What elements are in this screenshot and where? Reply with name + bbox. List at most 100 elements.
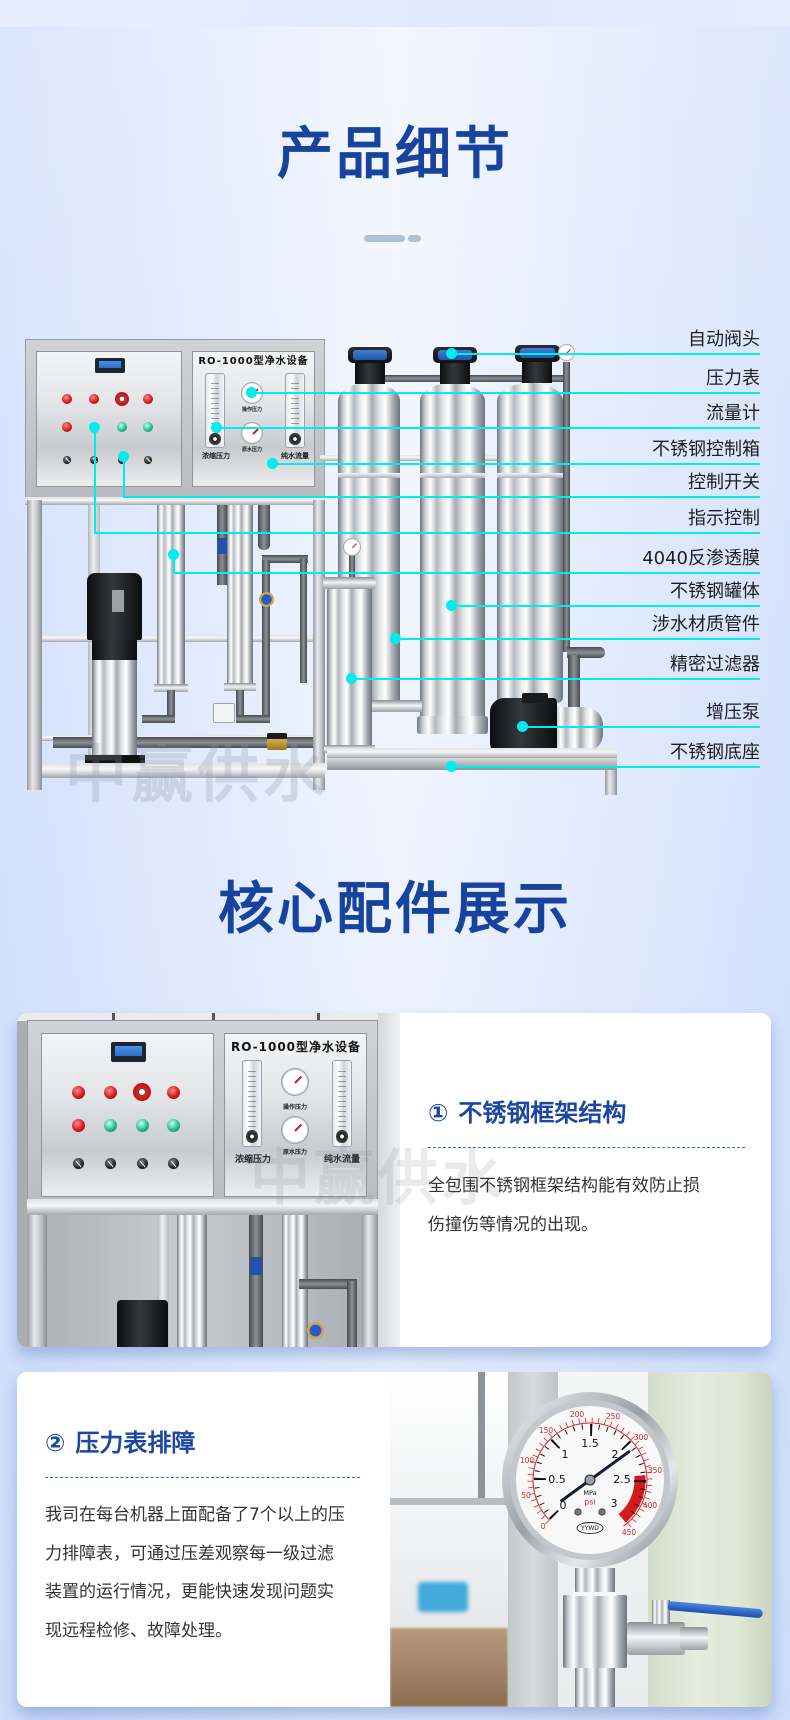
mpa-labels: 0 0.5 1 1.5 2 2.5 3 (548, 1437, 631, 1512)
callout-line (252, 392, 760, 394)
indicator-lamp-red (62, 394, 72, 404)
indicator-lamp-green (104, 1119, 117, 1132)
callout-line (94, 428, 96, 534)
indicator-lamp-red (62, 422, 72, 432)
frame-base-front (42, 763, 325, 778)
selector-knob (62, 455, 72, 465)
pressure-gauge: 0 0.5 1 1.5 2 2.5 3 0 50 100 150 200 250… (502, 1392, 678, 1568)
callout-label-precision-filter: 精密过滤器 (670, 654, 760, 675)
section-title-core-accessories: 核心配件展示 (218, 877, 572, 942)
callout-dot (246, 387, 257, 398)
psi-tick-label: 250 (606, 1412, 621, 1421)
description-line: 现远程检修、故障处理。 (45, 1620, 232, 1641)
selector-knob (72, 1157, 85, 1170)
flowmeter-scale (291, 382, 299, 433)
callout-line (217, 427, 760, 429)
tank-band (497, 473, 563, 478)
unit-psi: psi (584, 1498, 595, 1507)
ball-valve-blue (217, 538, 227, 554)
gauge-tee-fitting (563, 1595, 627, 1668)
psi-tick-label: 200 (570, 1410, 585, 1419)
flowmeter-scale (248, 1071, 256, 1129)
operating-pressure-gauge (281, 1068, 309, 1096)
gauge-label: 操作压力 (241, 407, 262, 413)
indicator-lamp-red (167, 1086, 180, 1099)
description-line: 全包围不锈钢框架结构能有效防止损 (428, 1176, 700, 1196)
top-band (0, 0, 790, 27)
flow-indicator (307, 1322, 324, 1339)
card-title: 压力表排障 (75, 1429, 196, 1457)
callout-line (452, 766, 760, 768)
flowmeter-label: 纯水流量 (281, 452, 309, 460)
indicator-lamp-red (72, 1119, 85, 1132)
valve-stem (652, 1600, 670, 1624)
mpa-tick-label: 1.5 (581, 1437, 599, 1450)
flowmeter-label: 浓缩压力 (234, 1155, 271, 1165)
callout-dot (267, 458, 278, 469)
callout-line (273, 463, 760, 465)
frame-post-left (27, 1215, 47, 1347)
flowmeter-concentrate (205, 373, 225, 448)
ro-membrane-housing (227, 505, 253, 687)
gauge-label: 操作压力 (282, 1104, 307, 1111)
photo-post (112, 1013, 115, 1021)
callout-dot (446, 761, 457, 772)
pump-coupling (92, 640, 137, 660)
pipe (262, 555, 308, 563)
callout-label-tank: 不锈钢罐体 (670, 581, 760, 602)
flowmeter-knob (289, 433, 301, 445)
gauge-screw (574, 1508, 582, 1516)
callout-dot (89, 422, 100, 433)
mpa-tick-label: 2.5 (613, 1473, 631, 1486)
callout-line (173, 572, 760, 574)
auto-valve-head (348, 347, 392, 363)
inlet-pipe (53, 737, 313, 748)
card-divider (428, 1147, 745, 1148)
brand-label: YYWD (580, 1525, 599, 1532)
pump-terminal-box (522, 693, 548, 703)
psi-labels: 0 50 100 150 200 250 300 350 400 450 (520, 1410, 663, 1537)
callout-line (94, 532, 760, 534)
valve-screen (353, 350, 387, 360)
booster-pump-body (553, 707, 603, 752)
gauge-label: 原水压力 (282, 1149, 307, 1156)
ro-membrane-housing (177, 1215, 207, 1347)
pressure-gauge-small (558, 344, 575, 361)
gauge-needle (560, 1450, 631, 1503)
indicator-lamp-red (104, 1086, 117, 1099)
base-platform (327, 748, 617, 758)
pipe (550, 375, 570, 382)
pipe (262, 560, 270, 720)
callout-label-fittings: 涉水材质管件 (652, 614, 760, 635)
lcd-display (95, 358, 125, 373)
model-label: RO-1000型净水设备 (230, 1040, 362, 1054)
flowmeter-concentrate (242, 1060, 262, 1147)
pipe (300, 558, 307, 683)
filter-pressure-gauge (343, 538, 361, 556)
ball-valve-nut (680, 1627, 708, 1650)
callout-label-base: 不锈钢底座 (670, 742, 760, 763)
raw-water-pressure-gauge (241, 422, 263, 444)
psi-tick-label: 400 (643, 1501, 658, 1510)
callout-dot (390, 633, 401, 644)
mpa-tick-label: 2 (612, 1448, 619, 1461)
flowmeter-pure-water (332, 1060, 352, 1147)
psi-ring (532, 1422, 648, 1527)
frame-post-right (362, 1215, 378, 1347)
callout-dot (446, 348, 457, 359)
card-description: 我司在每台机器上面配备了7个以上的压 力排障表，可通过压差观察每一级过滤 装置的… (45, 1496, 345, 1650)
ro-membrane-housing (157, 505, 185, 688)
title-decoration-long (364, 235, 405, 242)
card-divider (45, 1477, 360, 1478)
card-description: 全包围不锈钢框架结构能有效防止损 伤撞伤等情况的出现。 (428, 1167, 700, 1244)
membrane-end-cap (154, 684, 188, 692)
gauge-pipe (575, 1668, 615, 1707)
indicator-lamp-green (167, 1119, 180, 1132)
flowmeter-scale (338, 1071, 346, 1129)
psi-tick-label: 50 (521, 1491, 531, 1500)
valve-body (355, 362, 385, 384)
stainless-tank (497, 383, 563, 703)
